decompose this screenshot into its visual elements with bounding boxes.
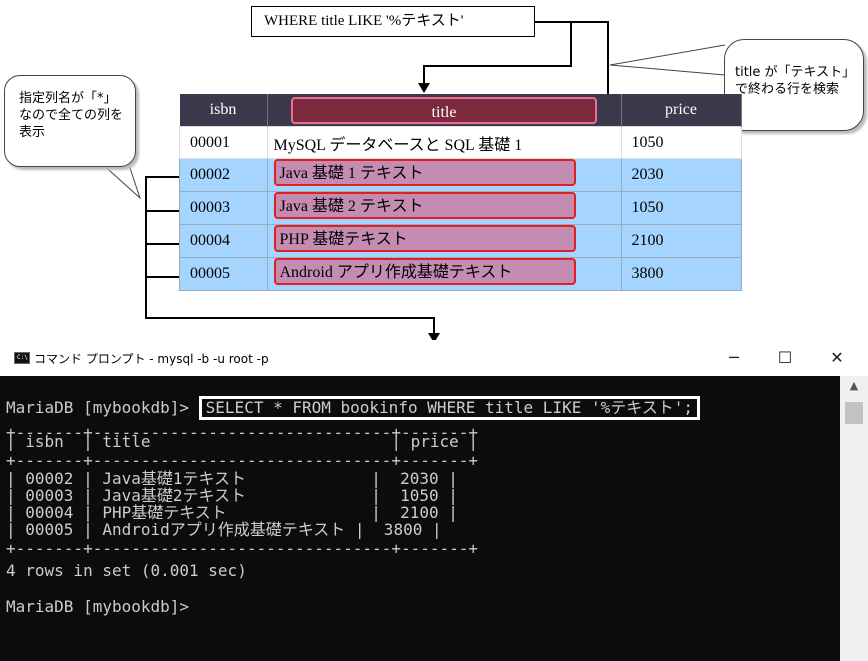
console-line: | 00002 | Java基礎1テキスト | 2030 | [6,469,458,488]
cell-title: Java 基礎 2 テキスト [266,191,622,225]
arrow-down-icon [418,83,430,93]
matched-title: Android アプリ作成基礎テキスト [273,258,576,285]
where-clause-box: WHERE title LIKE '%テキスト' [251,6,535,37]
maximize-button[interactable]: ☐ [777,348,793,367]
console-line: +-------+-------------------------------… [6,539,479,558]
window-titlebar[interactable]: C:\ コマンド プロンプト - mysql -b -u root -p ─ ☐… [0,340,868,376]
console-line: 4 rows in set (0.001 sec) [6,561,247,580]
close-button[interactable]: ✕ [830,348,844,367]
bracket-line [145,276,179,278]
console-line: +-------+-------------------------------… [6,423,479,442]
table-row: 00003 Java 基礎 2 テキスト 1050 [179,191,742,225]
cell-price: 2100 [620,224,742,258]
cell-title: Android アプリ作成基礎テキスト [266,257,622,291]
connector-line [535,21,609,23]
cell-title: PHP 基礎テキスト [266,224,622,258]
matched-title: Java 基礎 2 テキスト [273,192,576,219]
callout-all-columns: 指定列名が「*」なので全ての列を表示 [4,75,136,167]
cell-isbn: 00005 [179,257,268,291]
callout-pointer [609,44,726,76]
cell-isbn: 00001 [179,126,268,159]
bracket-line [145,210,179,212]
console-line: | 00005 | Androidアプリ作成基礎テキスト | 3800 | [6,520,442,539]
prompt-text: MariaDB [mybookdb]> [6,398,199,417]
cell-price: 1050 [620,191,742,225]
console-line: | 00003 | Java基礎2テキスト | 1050 | [6,486,458,505]
header-title: title [267,94,622,127]
cell-isbn: 00003 [179,191,268,225]
cell-title: Java 基礎 1 テキスト [266,158,622,192]
console-line: | isbn | title | price | [6,432,479,451]
cell-price: 2030 [620,158,742,192]
bracket-line [145,317,434,319]
command-prompt-window: C:\ コマンド プロンプト - mysql -b -u root -p ─ ☐… [0,340,868,661]
title-column-pill: title [291,96,597,124]
console-line: | 00004 | PHP基礎テキスト | 2100 | [6,503,458,522]
minimize-button[interactable]: ─ [729,348,739,367]
window-title: コマンド プロンプト - mysql -b -u root -p [34,352,269,366]
console-output[interactable]: MariaDB [mybookdb]> SELECT * FROM bookin… [0,376,840,661]
callout-pointer [99,161,142,200]
result-diagram-table: isbn title price 00001 MySQL データベースと SQL… [179,94,742,291]
connector-line [570,21,572,67]
bracket-line [145,176,179,178]
callout-ends-with: title が「テキスト」で終わる行を検索 [724,39,864,131]
vertical-scrollbar[interactable]: ▲ [840,376,868,661]
console-icon: C:\ [14,352,30,364]
console-prompt-line: MariaDB [mybookdb]> [6,597,190,616]
table-row: 00005 Android アプリ作成基礎テキスト 3800 [179,257,742,291]
matched-title: Java 基礎 1 テキスト [273,159,576,186]
scroll-up-icon[interactable]: ▲ [849,379,859,392]
cell-isbn: 00004 [179,224,268,258]
header-price: price [621,94,742,127]
table-row: 00004 PHP 基礎テキスト 2100 [179,224,742,258]
connector-line [423,65,425,85]
cell-title: MySQL データベースと SQL 基礎 1 [266,126,622,159]
cell-price: 3800 [620,257,742,291]
console-line: +-------+-------------------------------… [6,451,479,470]
header-isbn: isbn [179,94,268,127]
bracket-line [145,243,179,245]
table-header-row: isbn title price [179,94,742,127]
scrollbar-thumb[interactable] [845,402,863,424]
bracket-line [433,317,435,335]
sql-command: SELECT * FROM bookinfo WHERE title LIKE … [198,396,701,420]
connector-line [423,65,572,67]
cell-isbn: 00002 [179,158,268,192]
arrow-down-icon [428,333,440,343]
matched-title: PHP 基礎テキスト [273,225,576,252]
table-row: 00002 Java 基礎 1 テキスト 2030 [179,158,742,192]
cell-price: 1050 [620,126,742,159]
bracket-line [145,176,147,319]
table-row: 00001 MySQL データベースと SQL 基礎 1 1050 [179,126,742,159]
command-line: MariaDB [mybookdb]> SELECT * FROM bookin… [6,396,701,420]
